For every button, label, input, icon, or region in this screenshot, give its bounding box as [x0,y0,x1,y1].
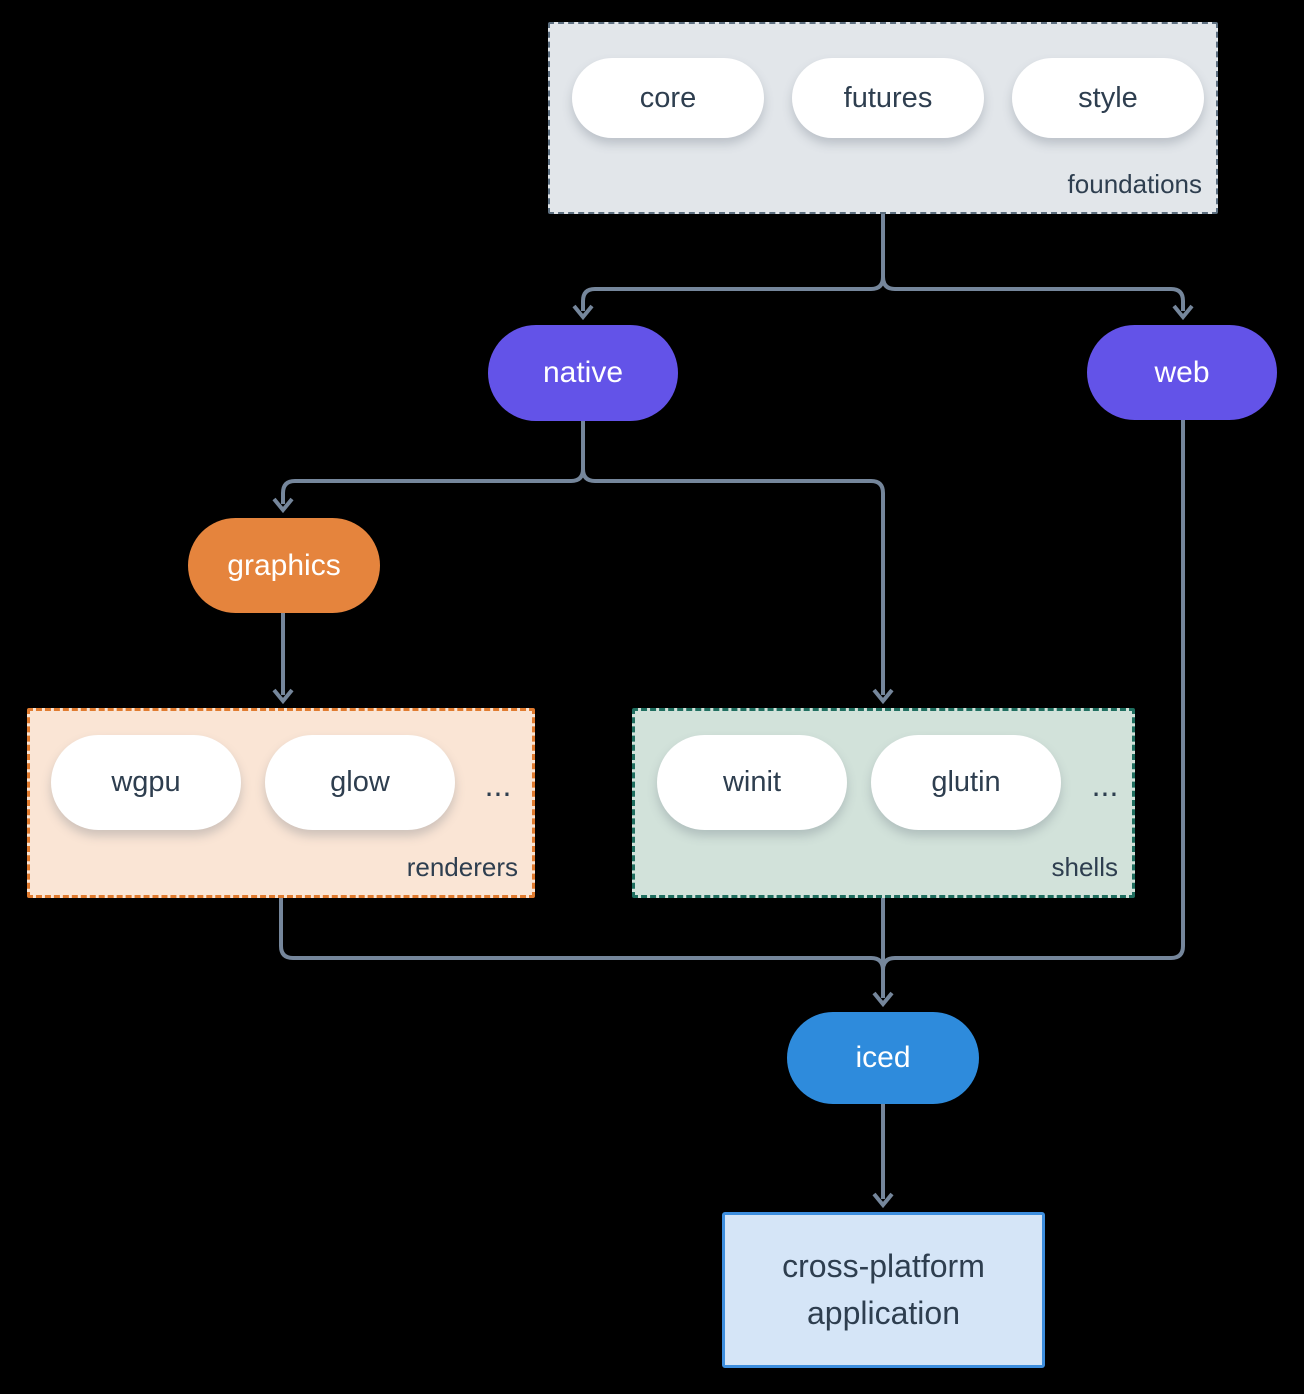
renderers-ellipsis: ... [484,767,512,803]
app-label-line1: cross-platform [782,1248,985,1284]
edge-renderers-iced [279,898,885,971]
arrowhead-app-icon [872,1192,894,1209]
group-foundations: core futures style foundations [548,22,1218,214]
node-winit: winit [657,735,847,830]
app-label-line2: application [807,1295,960,1331]
group-shells: winit glutin ... shells [632,708,1135,898]
node-core: core [572,58,764,138]
node-style: style [1012,58,1204,138]
arrowhead-graphics-icon [272,497,294,514]
node-graphics: graphics [188,518,380,613]
edge-native-graphics [281,468,585,504]
group-renderers: wgpu glow ... renderers [27,708,535,898]
node-futures: futures [792,58,984,138]
group-label-foundations: foundations [1067,169,1202,199]
node-cross-platform-application: cross-platform application [722,1212,1045,1368]
shells-ellipsis: ... [1091,767,1119,803]
node-glutin: glutin [871,735,1061,830]
arrowhead-shells-icon [872,688,894,705]
group-label-renderers: renderers [406,852,518,882]
node-wgpu: wgpu [51,735,241,830]
arrowhead-iced-icon [872,991,894,1008]
node-web: web [1087,325,1277,420]
node-glow: glow [265,735,455,830]
edge-native-shells [581,468,885,695]
node-native: native [488,325,678,421]
group-label-shells: shells [1051,852,1118,882]
arrowhead-native-icon [572,304,594,321]
edge-foundations-web [881,276,1185,311]
arrowhead-renderers-icon [272,688,294,705]
arrowhead-web-icon [1172,304,1194,321]
edge-foundations-native [581,276,885,311]
node-iced: iced [787,1012,979,1104]
